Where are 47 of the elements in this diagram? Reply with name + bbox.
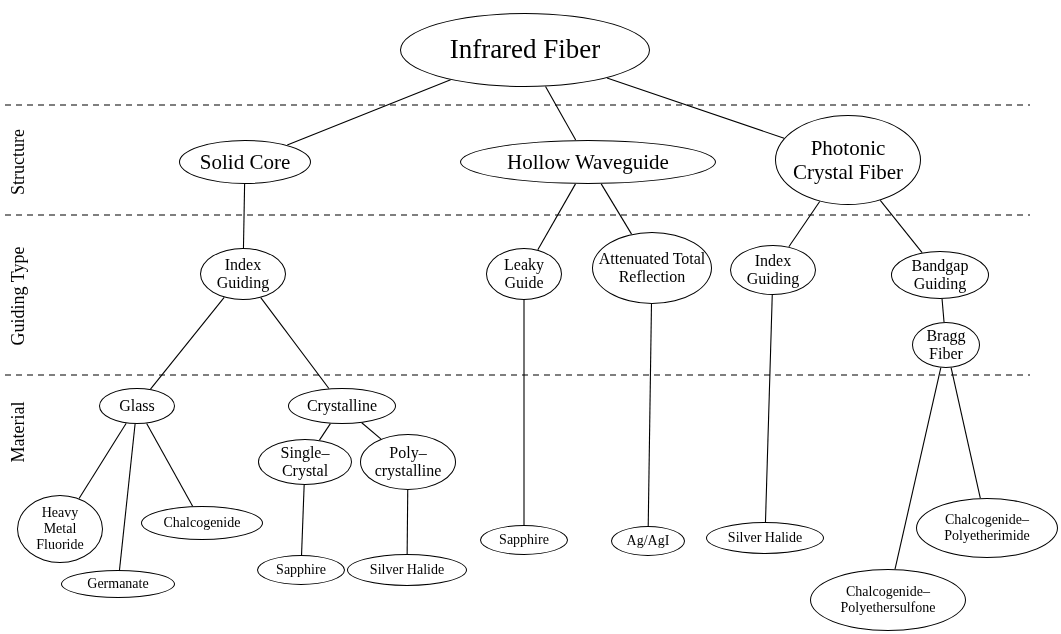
connector-line	[941, 298, 945, 323]
category-ellipse: Single– Crystal	[258, 439, 352, 485]
category-ellipse: Bandgap Guiding	[891, 251, 989, 299]
connector-line	[894, 367, 942, 570]
category-ellipse: Silver Halide	[706, 522, 824, 554]
connector-line	[286, 79, 452, 146]
level-label: Structure	[6, 129, 29, 195]
category-ellipse: Index Guiding	[200, 248, 286, 300]
category-ellipse: Silver Halide	[347, 554, 467, 586]
category-ellipse: Glass	[99, 388, 175, 424]
connector-line	[146, 422, 194, 507]
connector-line	[361, 422, 382, 440]
category-ellipse: Heavy Metal Fluoride	[17, 495, 103, 563]
category-ellipse: Chalcogenide	[141, 506, 263, 540]
level-label: Material	[6, 401, 29, 463]
category-ellipse: Germanate	[61, 570, 175, 598]
connector-line	[523, 299, 525, 526]
category-ellipse: Chalcogenide– Polyethersulfone	[810, 569, 966, 631]
connector-line	[242, 183, 246, 249]
category-ellipse: Sapphire	[480, 525, 568, 555]
category-ellipse: Ag/AgI	[611, 526, 685, 556]
category-ellipse: Crystalline	[288, 388, 396, 424]
category-ellipse: Chalcogenide– Polyetherimide	[916, 498, 1058, 558]
connector-line	[600, 183, 633, 235]
category-ellipse: Infrared Fiber	[400, 13, 650, 87]
level-label: Guiding Type	[6, 246, 29, 346]
connector-line	[260, 297, 330, 390]
connector-line	[78, 422, 127, 500]
category-ellipse: Attenuated Total Reflection	[592, 232, 712, 304]
connector-line	[606, 77, 785, 139]
connector-line	[301, 484, 305, 556]
category-ellipse: Hollow Waveguide	[460, 140, 716, 184]
connector-line	[647, 303, 652, 527]
connector-line	[118, 423, 136, 571]
connector-line	[545, 85, 577, 141]
category-ellipse: Index Guiding	[730, 245, 816, 295]
category-ellipse: Sapphire	[257, 555, 345, 585]
connector-line	[764, 294, 773, 523]
category-ellipse: Solid Core	[179, 140, 311, 184]
category-ellipse: Leaky Guide	[486, 248, 562, 300]
category-ellipse: Photonic Crystal Fiber	[775, 115, 921, 205]
connector-line	[149, 296, 225, 390]
connector-line	[318, 423, 331, 441]
category-ellipse: Poly– crystalline	[360, 434, 456, 490]
category-ellipse: Bragg Fiber	[912, 322, 980, 368]
connector-line	[950, 367, 981, 499]
connector-line	[406, 489, 409, 555]
